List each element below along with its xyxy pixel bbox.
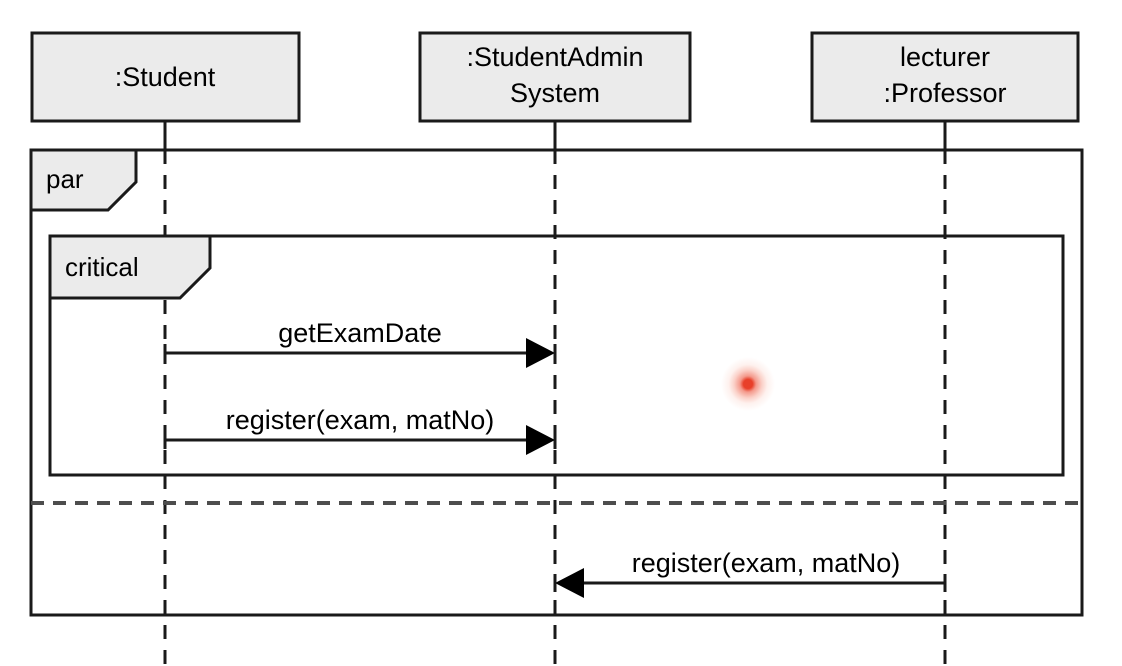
fragment-critical-tag-shape <box>48 234 212 300</box>
lifeline-head-studentadminsystem-label-line1: :StudentAdmin <box>466 42 643 72</box>
fragment-critical[interactable] <box>48 234 1065 477</box>
fragment-par-tag[interactable]: par <box>29 148 138 212</box>
message-register-student-arrowhead <box>526 425 555 455</box>
message-get-exam-date-label: getExamDate <box>278 318 442 348</box>
message-get-exam-date-arrowhead <box>526 338 555 368</box>
fragment-par-tag-label: par <box>46 164 84 194</box>
message-register-professor-arrowhead <box>555 568 584 598</box>
lifeline-head-studentadminsystem-label-line2: System <box>510 78 600 108</box>
message-register-professor[interactable]: register(exam, matNo) <box>555 548 945 598</box>
message-register-student-label: register(exam, matNo) <box>226 405 495 435</box>
message-register-student[interactable]: register(exam, matNo) <box>165 405 555 455</box>
lifeline-head-student[interactable]: :Student <box>30 31 301 123</box>
lifeline-head-professor-label-line2: :Professor <box>883 78 1006 108</box>
fragment-par-tag-shape <box>29 148 138 212</box>
fragment-par-border <box>29 148 1084 617</box>
message-register-professor-label: register(exam, matNo) <box>632 548 901 578</box>
fragment-critical-border <box>48 234 1065 477</box>
fragment-critical-tag[interactable]: critical <box>48 234 212 300</box>
lifeline-head-professor-box <box>810 31 1080 123</box>
lifeline-head-student-box <box>30 31 301 123</box>
fragment-par[interactable] <box>29 148 1084 617</box>
lifeline-head-professor[interactable]: lecturer :Professor <box>810 31 1080 123</box>
lifeline-head-student-label: :Student <box>115 62 216 92</box>
message-get-exam-date[interactable]: getExamDate <box>165 318 555 368</box>
lifeline-head-professor-label-line1: lecturer <box>900 42 990 72</box>
message-anchor-ticks <box>163 344 947 592</box>
lifeline-head-studentadminsystem[interactable]: :StudentAdmin System <box>418 31 692 123</box>
fragment-critical-tag-label: critical <box>65 252 139 282</box>
lifeline-head-studentadminsystem-box <box>418 31 692 123</box>
